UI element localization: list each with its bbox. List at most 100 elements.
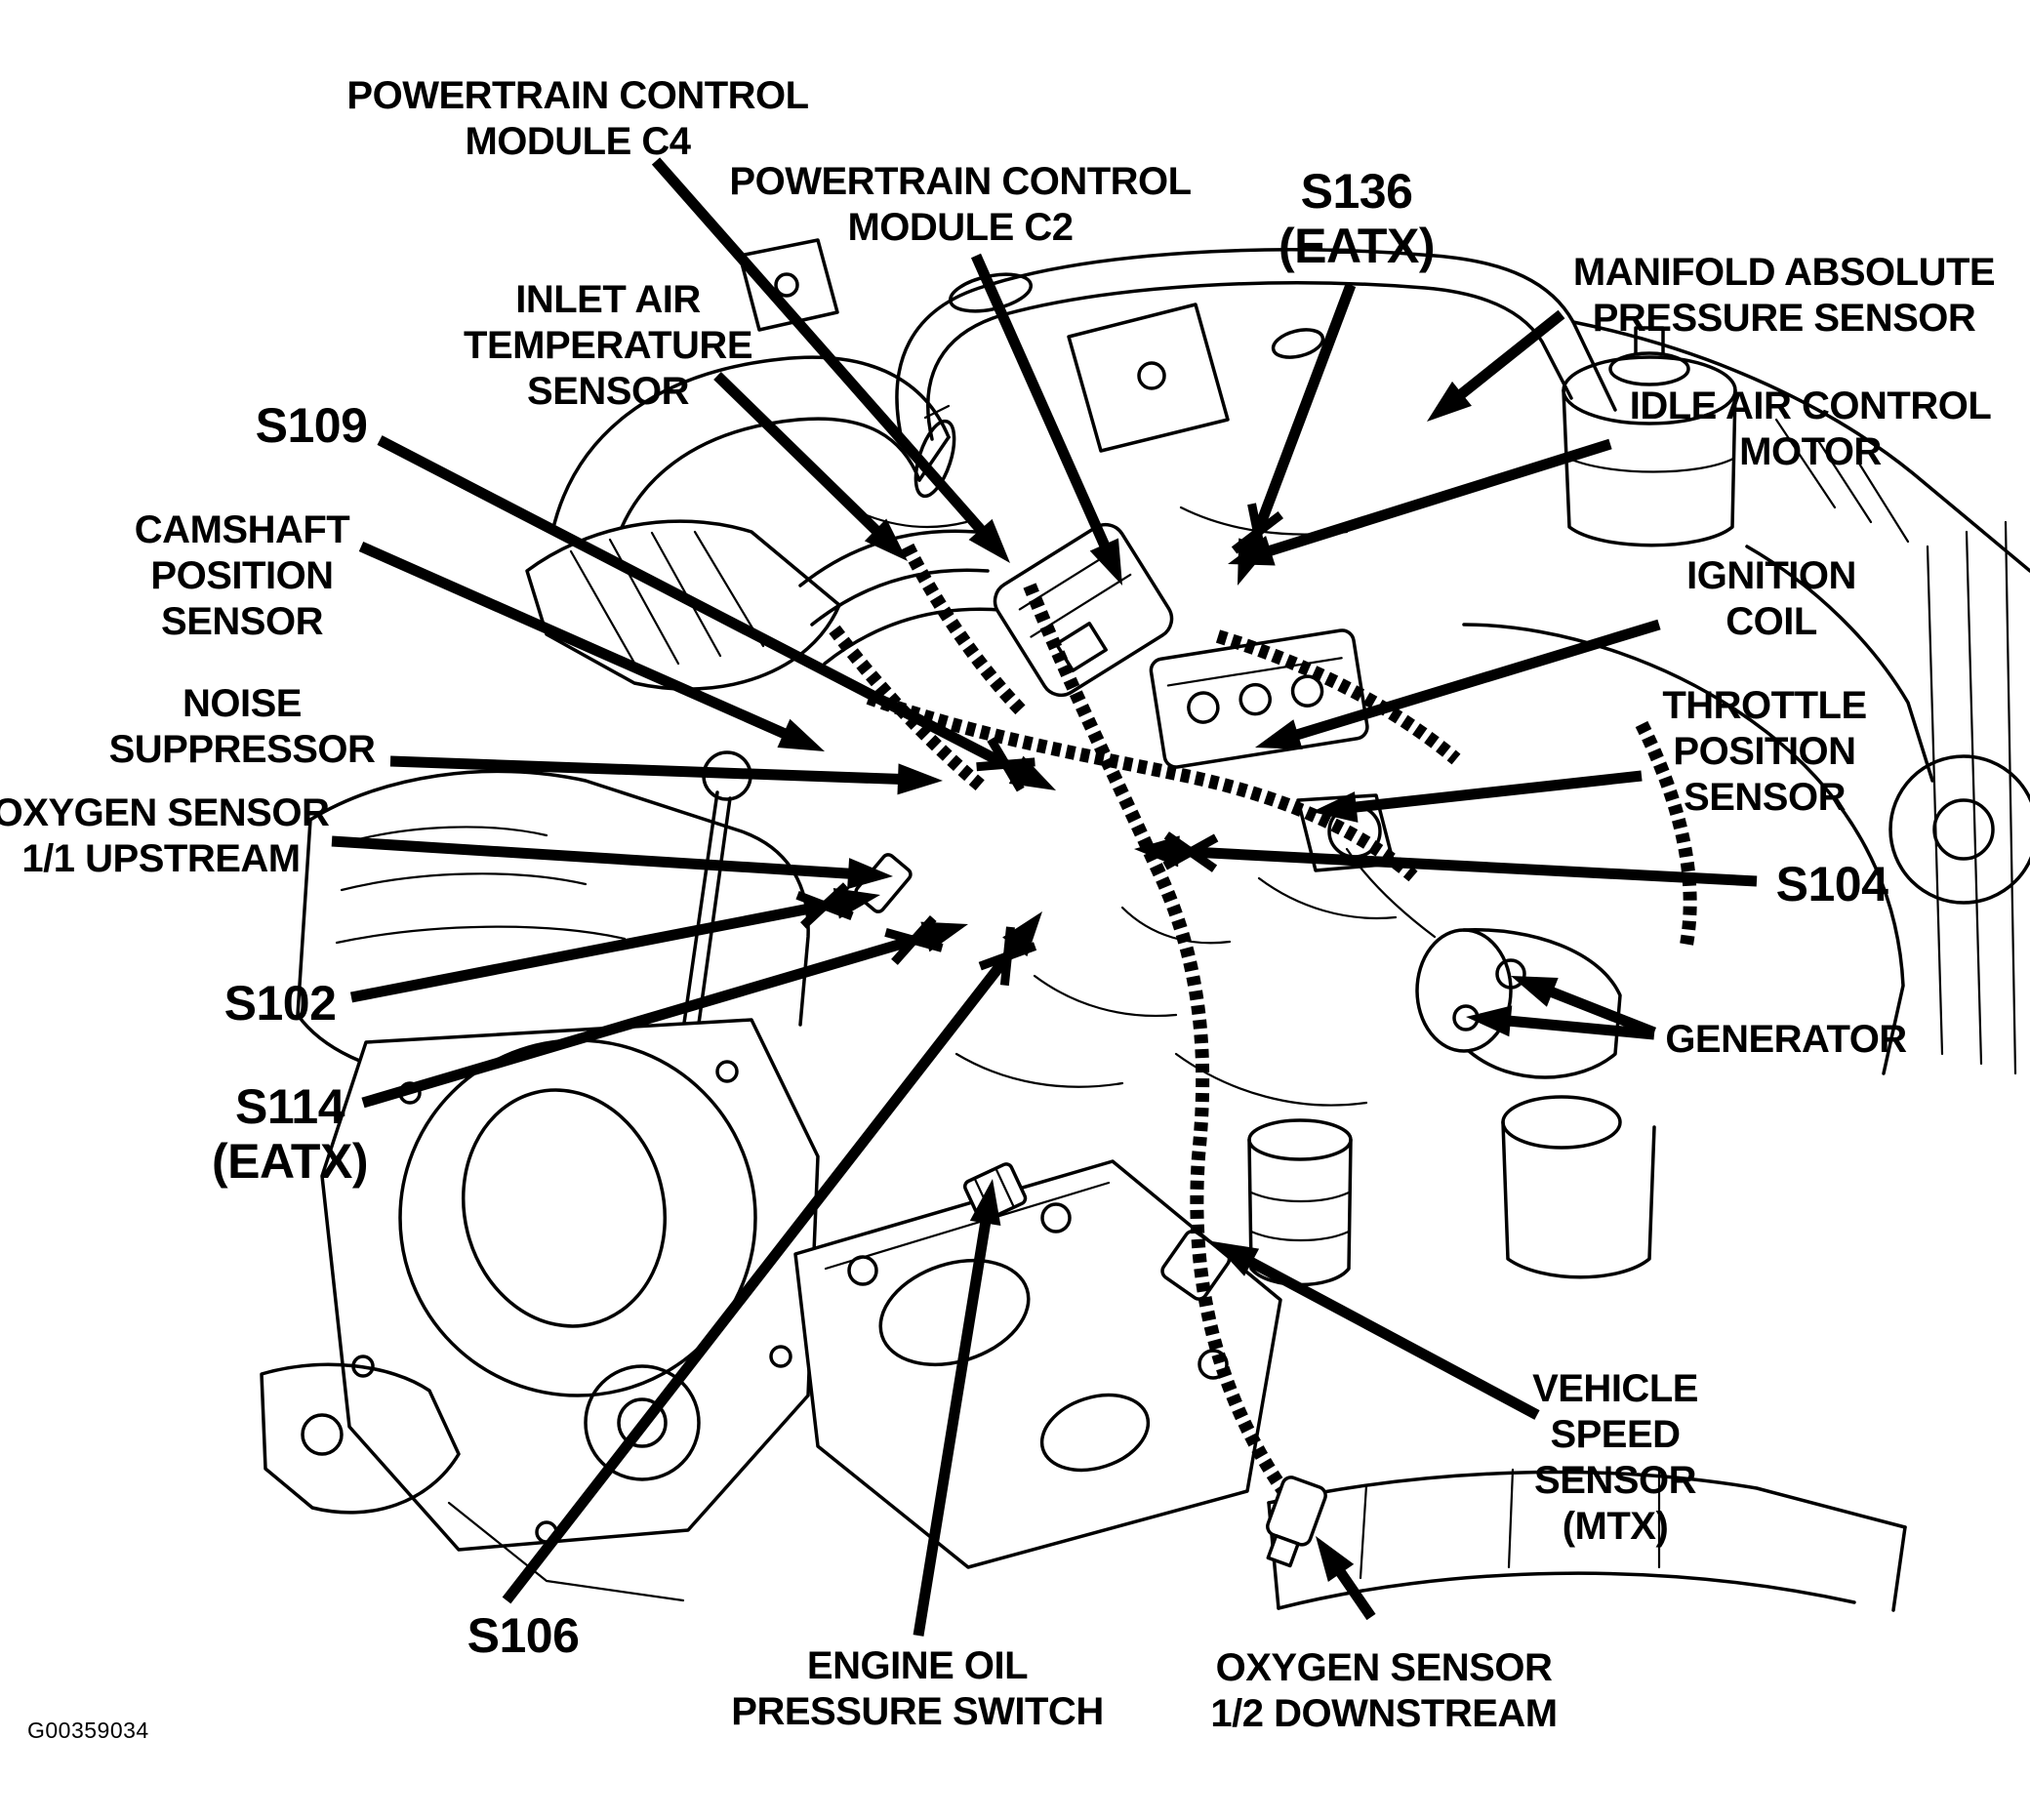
leader-s102: [349, 882, 880, 1003]
leader-line-s109: [377, 435, 1041, 787]
vss-body: [1160, 1229, 1232, 1301]
leader-line-s102: [349, 893, 863, 1003]
arrowhead-vehicle-speed-sensor: [1212, 1241, 1260, 1276]
label-camshaft-position-sensor-line-1: POSITION: [150, 554, 334, 597]
label-throttle-position-sensor-line-0: THROTTLE: [1662, 684, 1867, 727]
splice-x-s114-1: [891, 914, 937, 965]
splice-x-s106-1: [999, 926, 1015, 987]
label-oxygen-sensor-upstream-line-0: OXYGEN SENSOR: [0, 791, 330, 834]
label-ignition-coil-line-1: COIL: [1726, 600, 1817, 643]
leader-map-sensor: [1427, 309, 1565, 422]
label-engine-oil-pressure-switch-line-0: ENGINE OIL: [806, 1644, 1029, 1687]
arrowhead-map-sensor: [1427, 381, 1472, 422]
leader-line-pcm-c4: [651, 157, 1001, 552]
arrowhead-s104: [1134, 835, 1180, 868]
label-s114: S114(EATX): [212, 1079, 368, 1189]
label-s106-line-0: S106: [467, 1608, 580, 1663]
label-s102-line-0: S102: [223, 976, 337, 1031]
label-inlet-air-temp-sensor-line-0: INLET AIR: [515, 278, 701, 321]
label-s136-line-0: S136: [1300, 164, 1413, 219]
arrowhead-noise-suppressor: [897, 763, 943, 795]
arrowhead-idle-air-control-motor: [1228, 535, 1276, 566]
leader-ignition-coil: [1255, 619, 1661, 749]
label-oxygen-sensor-upstream-line-1: 1/1 UPSTREAM: [21, 837, 301, 880]
label-inlet-air-temp-sensor-line-1: TEMPERATURE: [464, 324, 752, 367]
leader-s106: [502, 911, 1042, 1604]
label-camshaft-position-sensor-line-2: SENSOR: [161, 600, 323, 643]
arrowhead-engine-oil-pressure-switch: [969, 1179, 1001, 1226]
label-ignition-coil-line-0: IGNITION: [1686, 554, 1856, 597]
leader-s109: [377, 435, 1056, 792]
label-s136: S136(EATX): [1279, 164, 1435, 273]
arrowhead-generator-upper: [1511, 976, 1559, 1007]
label-pcm-c4-line-1: MODULE C4: [465, 120, 691, 163]
arrowhead-oxygen-sensor-upstream: [847, 858, 893, 890]
label-noise-suppressor-line-1: SUPPRESSOR: [108, 728, 376, 771]
leader-generator-lower: [1466, 1005, 1655, 1040]
arrowhead-oxygen-sensor-downstream: [1316, 1536, 1355, 1582]
leader-line-vehicle-speed-sensor: [1227, 1245, 1540, 1420]
label-pcm-c2-line-0: POWERTRAIN CONTROL: [729, 160, 1192, 203]
leader-vehicle-speed-sensor: [1212, 1241, 1540, 1420]
label-s102: S102: [224, 976, 337, 1031]
splice-x-s109-1: [976, 757, 1035, 772]
leader-line-engine-oil-pressure-switch: [913, 1196, 995, 1637]
leader-line-ignition-coil: [1272, 619, 1661, 748]
label-map-sensor-line-0: MANIFOLD ABSOLUTE: [1572, 251, 1996, 294]
leader-s104: [1134, 831, 1758, 887]
leader-pcm-c4: [651, 157, 1010, 563]
leader-line-inlet-air-temp-sensor: [713, 372, 898, 551]
label-inlet-air-temp-sensor-line-2: SENSOR: [527, 370, 689, 413]
label-s104-line-0: S104: [1775, 857, 1888, 911]
label-s136-line-1: (EATX): [1279, 219, 1435, 273]
leader-oxygen-sensor-upstream: [331, 835, 893, 890]
arrowhead-pcm-c4: [968, 518, 1010, 563]
label-vehicle-speed-sensor-line-0: VEHICLE: [1532, 1367, 1698, 1410]
figure-id-code: G00359034: [27, 1718, 149, 1743]
label-generator: GENERATOR: [1665, 1017, 1907, 1063]
label-s114-line-0: S114: [234, 1079, 345, 1134]
leader-line-idle-air-control-motor: [1244, 438, 1612, 564]
leader-lines: [331, 157, 1758, 1637]
leader-generator-upper: [1511, 976, 1657, 1038]
label-camshaft-position-sensor-line-0: CAMSHAFT: [134, 508, 350, 551]
leader-idle-air-control-motor: [1228, 438, 1612, 566]
label-noise-suppressor-line-0: NOISE: [183, 682, 302, 725]
leader-line-noise-suppressor: [389, 755, 924, 786]
leader-line-map-sensor: [1439, 309, 1565, 414]
leader-s114: [361, 914, 968, 1109]
leader-line-s136: [1238, 283, 1357, 570]
label-throttle-position-sensor-line-2: SENSOR: [1684, 776, 1846, 819]
leader-noise-suppressor: [389, 755, 943, 795]
label-idle-air-control-motor-line-0: IDLE AIR CONTROL: [1629, 384, 1992, 427]
label-s109-line-0: S109: [255, 398, 368, 453]
leader-line-camshaft-position-sensor: [358, 541, 809, 748]
arrowhead-pcm-c2: [1089, 538, 1122, 586]
leader-line-generator-lower: [1484, 1013, 1655, 1040]
leader-throttle-position-sensor: [1312, 770, 1643, 823]
leader-pcm-c2: [970, 253, 1122, 586]
leader-line-s114: [361, 924, 952, 1109]
label-vehicle-speed-sensor-line-1: SPEED: [1550, 1413, 1681, 1456]
leader-camshaft-position-sensor: [358, 541, 825, 751]
label-pcm-c4-line-0: POWERTRAIN CONTROL: [346, 74, 809, 117]
splice-x-s102-1: [800, 882, 850, 929]
label-vehicle-speed-sensor-line-2: SENSOR: [1534, 1459, 1696, 1502]
label-throttle-position-sensor-line-1: POSITION: [1673, 730, 1856, 773]
label-engine-oil-pressure-switch-line-1: PRESSURE SWITCH: [731, 1690, 1104, 1733]
label-oxygen-sensor-downstream-line-0: OXYGEN SENSOR: [1215, 1646, 1553, 1689]
leader-line-s106: [502, 923, 1035, 1604]
